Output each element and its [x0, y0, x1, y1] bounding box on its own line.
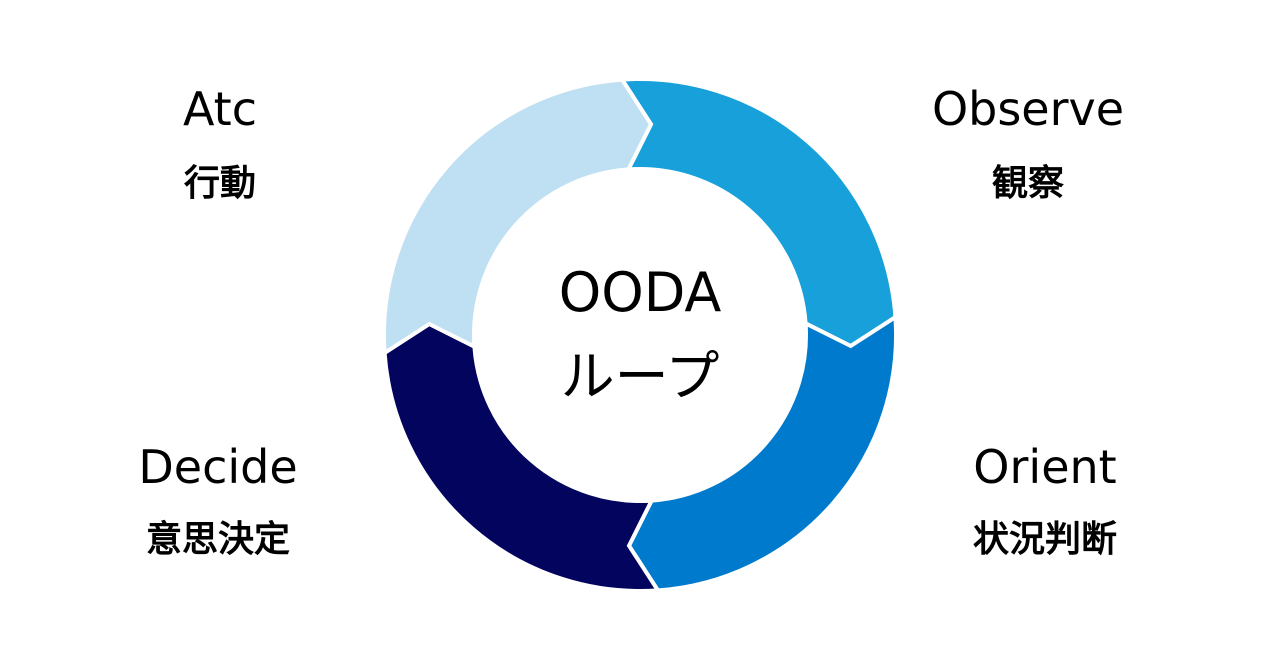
act-jp-label: 行動 — [183, 163, 256, 204]
decide-jp-label: 意思決定 — [145, 519, 290, 560]
act-label: Atc — [183, 82, 257, 136]
observe-jp-label: 観察 — [991, 163, 1064, 204]
center-title: OODA — [558, 261, 722, 324]
act-segment — [382, 77, 654, 357]
orient-jp-label: 状況判断 — [972, 519, 1117, 560]
decide-label: Decide — [138, 440, 298, 494]
center-subtitle: ループ — [560, 345, 720, 408]
orient-label: Orient — [973, 440, 1117, 494]
observe-label: Observe — [931, 82, 1125, 136]
